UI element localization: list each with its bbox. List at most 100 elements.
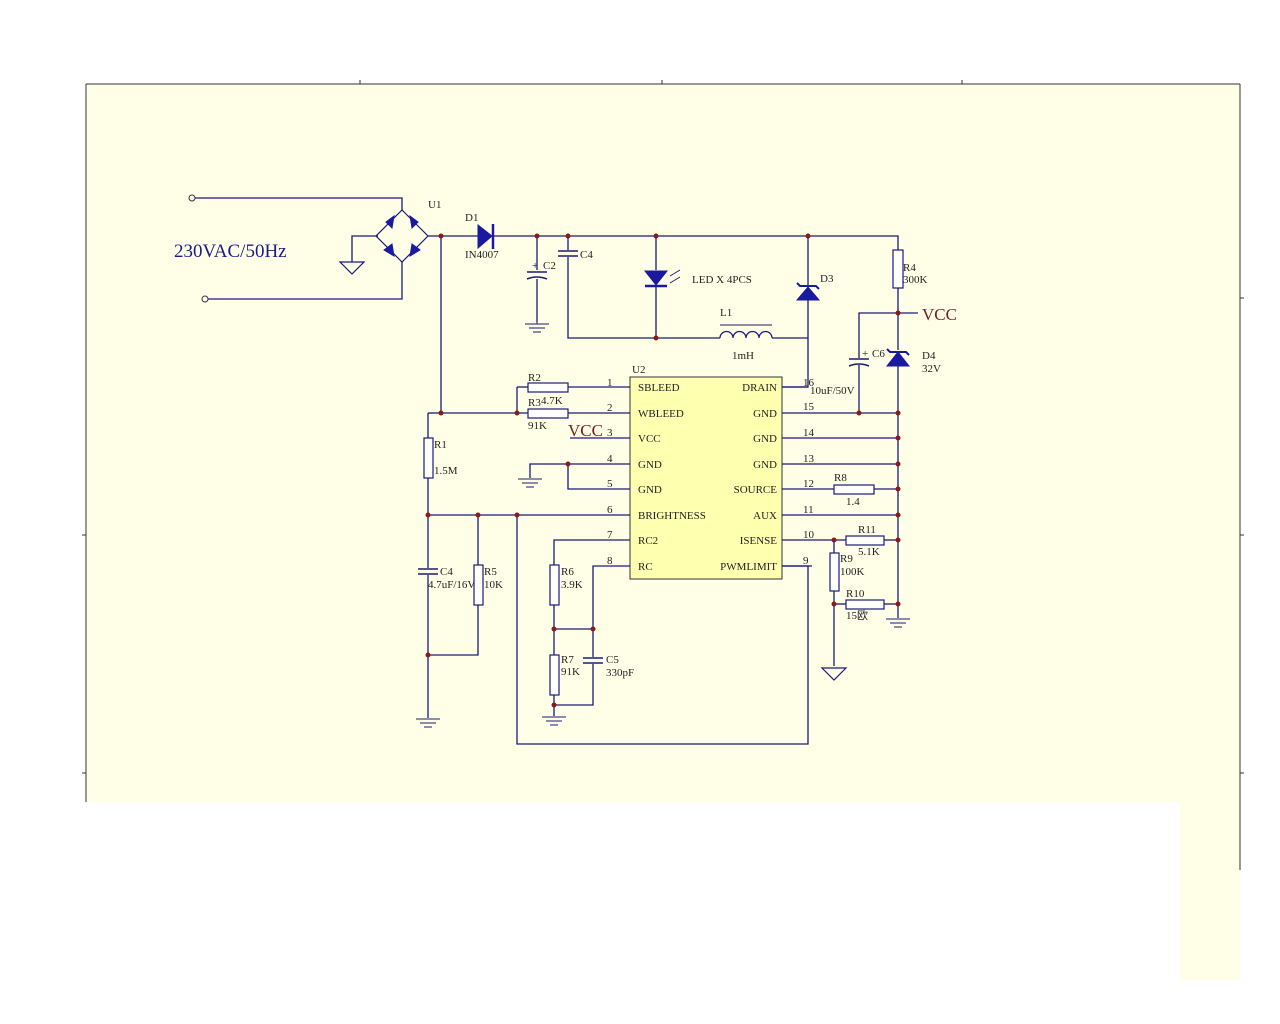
c5-label: C5 bbox=[606, 654, 619, 666]
vcc-net-label-1: VCC bbox=[922, 305, 957, 324]
r1-value: 1.5M bbox=[434, 465, 458, 477]
d3-label: D3 bbox=[820, 273, 834, 285]
resistor-r6-icon bbox=[549, 564, 560, 606]
d1-part: IN4007 bbox=[465, 249, 499, 261]
pin-name-source: SOURCE bbox=[734, 484, 778, 496]
c6-label: C6 bbox=[872, 348, 885, 360]
c6-plus-sign: + bbox=[862, 348, 868, 360]
c2-plus-sign: + bbox=[532, 260, 538, 272]
r10-label: R10 bbox=[846, 588, 865, 600]
r8-label: R8 bbox=[834, 472, 847, 484]
diode-d1-icon bbox=[477, 223, 493, 250]
pin-name-pwmlimit: PWMLIMIT bbox=[720, 561, 777, 573]
l1-value: 1mH bbox=[732, 350, 754, 362]
l1-label: L1 bbox=[720, 307, 732, 319]
resistor-r8-icon bbox=[833, 484, 875, 495]
resistor-r2-icon bbox=[527, 382, 569, 393]
pin-num-12: 12 bbox=[803, 478, 814, 490]
pin-num-15: 15 bbox=[803, 401, 815, 413]
c4-top-label: C4 bbox=[580, 249, 593, 261]
r6-value: 3.9K bbox=[561, 579, 583, 591]
c2-label: C2 bbox=[543, 260, 556, 272]
r2-value: 4.7K bbox=[541, 395, 563, 407]
r10-value: 15欧 bbox=[846, 609, 868, 622]
pin-name-rc2: RC2 bbox=[638, 535, 658, 547]
r3-value: 91K bbox=[528, 420, 547, 432]
resistor-r10-icon bbox=[845, 599, 885, 610]
pin-name-gnd-14: GND bbox=[753, 433, 777, 445]
d4-value: 32V bbox=[922, 363, 941, 375]
pin-num-3: 3 bbox=[607, 427, 613, 439]
input-voltage-label: 230VAC/50Hz bbox=[174, 241, 287, 262]
r3-label: R3 bbox=[528, 397, 541, 409]
ground-icon-c4 bbox=[416, 718, 440, 728]
resistor-r3-icon bbox=[527, 408, 569, 419]
vcc-net-label-2: VCC bbox=[568, 421, 603, 440]
ic-u2 bbox=[629, 376, 783, 580]
led-icon bbox=[643, 270, 669, 286]
pin-name-sbleed: SBLEED bbox=[638, 382, 680, 394]
pin-num-9: 9 bbox=[803, 555, 809, 567]
r8-value: 1.4 bbox=[846, 496, 860, 508]
junction-dots bbox=[425, 233, 901, 708]
pin-name-aux: AUX bbox=[753, 510, 777, 522]
d4-label: D4 bbox=[922, 350, 936, 362]
ic-left-pins bbox=[600, 386, 630, 567]
pin-num-5: 5 bbox=[607, 478, 613, 490]
earth-ground-icon-2 bbox=[820, 667, 848, 681]
r2-label: R2 bbox=[528, 372, 541, 384]
r9-value: 100K bbox=[840, 566, 865, 578]
pin-name-rc: RC bbox=[638, 561, 653, 573]
pin-num-11: 11 bbox=[803, 504, 814, 516]
inductor-l1-icon bbox=[719, 330, 773, 339]
c4-value: 4.7uF/16V bbox=[428, 579, 475, 591]
pin-num-6: 6 bbox=[607, 504, 613, 516]
ground-icon-right bbox=[886, 618, 910, 628]
pin-name-gnd-13: GND bbox=[753, 459, 777, 471]
c5-value: 330pF bbox=[606, 667, 634, 679]
pin-name-wbleed: WBLEED bbox=[638, 408, 684, 420]
led-label: LED X 4PCS bbox=[692, 274, 752, 286]
pin-num-7: 7 bbox=[607, 529, 613, 541]
pin-name-gnd-4: GND bbox=[638, 459, 662, 471]
pin-num-2: 2 bbox=[607, 402, 613, 414]
pin-name-drain: DRAIN bbox=[742, 382, 777, 394]
pin-num-10: 10 bbox=[803, 529, 815, 541]
pin-name-brightness: BRIGHTNESS bbox=[638, 510, 706, 522]
r4-value: 300K bbox=[903, 274, 928, 286]
r7-value: 91K bbox=[561, 666, 580, 678]
pin-num-16: 16 bbox=[803, 377, 815, 389]
resistor-r7-icon bbox=[549, 654, 560, 696]
u2-label: U2 bbox=[632, 364, 645, 376]
ground-icon-pin4 bbox=[518, 478, 542, 488]
pin-name-vcc: VCC bbox=[638, 433, 661, 445]
ac-terminal-1 bbox=[188, 194, 196, 202]
r9-label: R9 bbox=[840, 553, 853, 565]
r7-label: R7 bbox=[561, 654, 574, 666]
ic-right-pins bbox=[782, 386, 812, 567]
r6-label: R6 bbox=[561, 566, 574, 578]
d1-label: D1 bbox=[465, 212, 478, 224]
ground-icon-r7 bbox=[542, 716, 566, 726]
pin-num-1: 1 bbox=[607, 377, 613, 389]
r11-value: 5.1K bbox=[858, 546, 880, 558]
r5-label: R5 bbox=[484, 566, 497, 578]
pin-name-gnd-15: GND bbox=[753, 408, 777, 420]
pin-name-isense: ISENSE bbox=[740, 535, 778, 547]
pin-num-14: 14 bbox=[803, 427, 815, 439]
c4-label: C4 bbox=[440, 566, 453, 578]
pin-num-8: 8 bbox=[607, 555, 613, 567]
r11-label: R11 bbox=[858, 524, 876, 536]
r1-label: R1 bbox=[434, 439, 447, 451]
r4-label: R4 bbox=[903, 262, 916, 274]
bridge-rectifier-u1 bbox=[375, 209, 429, 263]
u1-label: U1 bbox=[428, 199, 441, 211]
resistor-r11-icon bbox=[845, 535, 885, 546]
pin-num-4: 4 bbox=[607, 453, 613, 465]
resistor-r9-icon bbox=[829, 552, 840, 592]
ac-terminal-2 bbox=[201, 295, 209, 303]
resistor-r1-icon bbox=[423, 437, 434, 479]
resistor-r4-icon bbox=[892, 249, 904, 289]
c6-value: 10uF/50V bbox=[810, 385, 855, 397]
